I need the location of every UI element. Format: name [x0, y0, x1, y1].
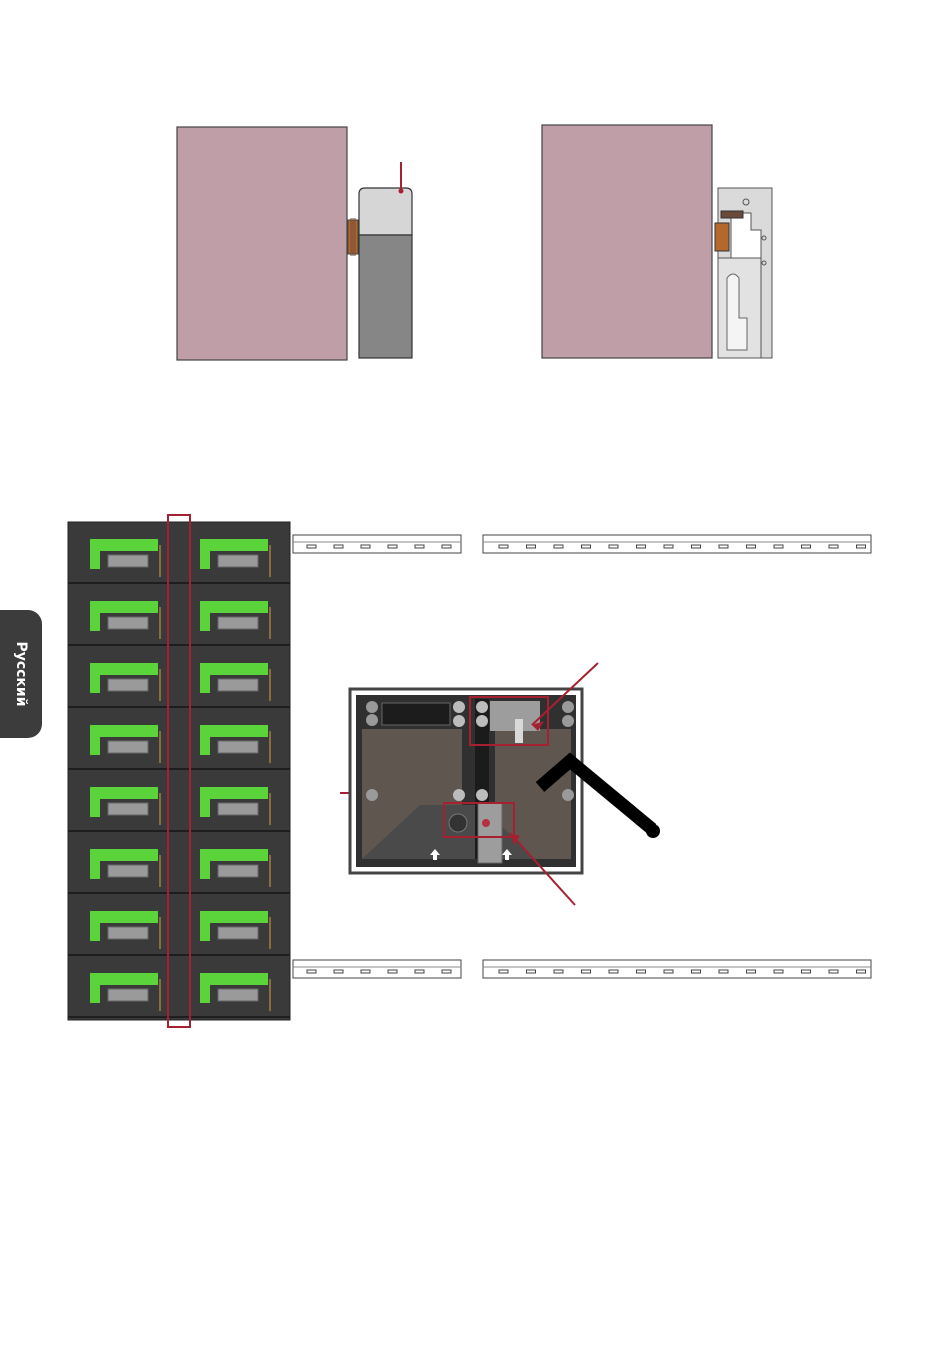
power-module: [108, 803, 148, 815]
power-module: [108, 927, 148, 939]
copper-connector: [715, 223, 729, 251]
display-panel: [542, 125, 712, 358]
power-module: [108, 865, 148, 877]
power-module: [218, 617, 258, 629]
green-connector: [200, 973, 268, 985]
bracket-detail-callout: [340, 655, 680, 915]
rail-long: [483, 535, 871, 553]
green-connector: [200, 601, 268, 613]
hook: [721, 211, 743, 218]
led-wall-rear-view: [60, 505, 300, 1035]
green-connector: [90, 601, 158, 613]
power-module: [218, 803, 258, 815]
green-connector: [90, 973, 158, 985]
green-connector: [200, 539, 268, 551]
power-module: [218, 865, 258, 877]
rail-long: [483, 960, 871, 978]
side-view-cover-off: [535, 118, 785, 368]
green-connector: [200, 787, 268, 799]
rail-short: [293, 535, 461, 553]
green-connector: [90, 787, 158, 799]
green-connector: [90, 911, 158, 923]
bracket-body: [359, 235, 412, 358]
power-module: [108, 617, 148, 629]
display-panel: [177, 127, 347, 360]
language-tab[interactable]: Русский: [0, 610, 42, 738]
power-module: [218, 989, 258, 1001]
rail-short: [293, 960, 461, 978]
power-module: [218, 555, 258, 567]
green-connector: [90, 849, 158, 861]
power-module: [218, 679, 258, 691]
green-connector: [90, 663, 158, 675]
language-tab-label: Русский: [13, 641, 29, 706]
green-connector: [200, 663, 268, 675]
green-connector: [90, 725, 158, 737]
green-connector: [200, 911, 268, 923]
green-connector: [200, 725, 268, 737]
bracket-cover: [359, 188, 412, 235]
green-connector: [200, 849, 268, 861]
power-module: [108, 679, 148, 691]
power-module: [108, 741, 148, 753]
power-module: [108, 555, 148, 567]
green-connector: [90, 539, 158, 551]
power-module: [108, 989, 148, 1001]
side-view-cover-on: [170, 118, 420, 368]
power-module: [218, 927, 258, 939]
power-module: [218, 741, 258, 753]
